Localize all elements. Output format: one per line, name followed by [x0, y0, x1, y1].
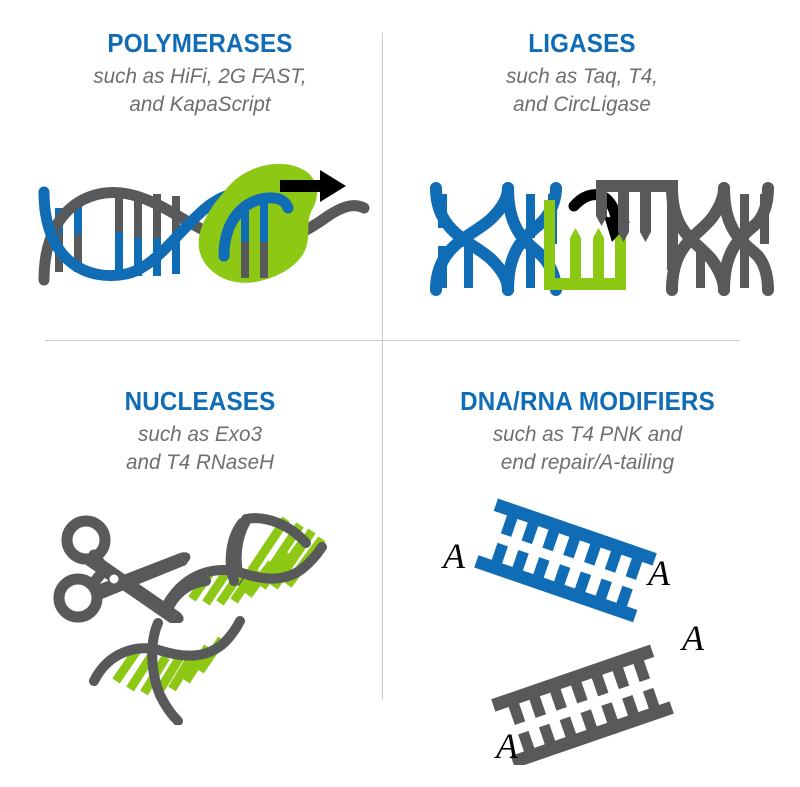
modifiers-subtitle-line1: such as T4 PNK and	[492, 422, 683, 446]
blue-helix-left	[430, 182, 562, 296]
dna-fragment-middle	[163, 513, 327, 610]
polymerases-subtitle-line2: and KapaScript	[129, 92, 271, 116]
dna-scissors-icon	[50, 495, 375, 725]
polymerases-title: POLYMERASES	[107, 28, 293, 58]
gray-duplex	[491, 644, 674, 765]
blue-duplex	[474, 498, 657, 623]
ligases-title: LIGASES	[528, 28, 636, 58]
nucleases-title: NUCLEASES	[124, 386, 276, 416]
dna-ligase-icon	[420, 150, 785, 320]
modifiers-title: DNA/RNA MODIFIERS	[460, 386, 715, 416]
gray-sticky-end	[596, 180, 678, 270]
vertical-divider	[382, 33, 383, 700]
ligases-subtitle-line1: such as Taq, T4,	[506, 64, 658, 88]
ligases-subtitle-line2: and CircLigase	[513, 92, 651, 116]
gray-duplex-label-right: A	[680, 618, 705, 658]
quadrant-ligases-text: LIGASES such as Taq, T4, and CircLigase	[412, 28, 752, 118]
dna-polymerase-icon	[28, 150, 373, 320]
blue-duplex-label-right: A	[646, 553, 671, 593]
polymerases-subtitle-line1: such as HiFi, 2G FAST,	[93, 64, 307, 88]
blue-duplex-label-left: A	[441, 536, 466, 576]
modifiers-subtitle-line2: end repair/A-tailing	[500, 450, 675, 474]
nucleases-subtitle-line1: such as Exo3	[138, 422, 262, 446]
scissors-icon	[53, 515, 191, 623]
quadrant-modifiers-text: DNA/RNA MODIFIERS such as T4 PNK and end…	[400, 386, 775, 476]
quadrant-polymerases-text: POLYMERASES such as HiFi, 2G FAST, and K…	[30, 28, 370, 118]
gray-helix-right	[666, 182, 774, 296]
horizontal-divider	[45, 340, 740, 341]
quadrant-nucleases-text: NUCLEASES such as Exo3 and T4 RNaseH	[30, 386, 370, 476]
dna-a-tailing-icon: A A A A	[420, 490, 790, 765]
dna-fragment-lower	[89, 616, 245, 725]
nucleases-subtitle-line2: and T4 RNaseH	[126, 450, 274, 474]
gray-duplex-label-left: A	[494, 726, 519, 765]
direction-arrow-icon	[280, 170, 346, 202]
